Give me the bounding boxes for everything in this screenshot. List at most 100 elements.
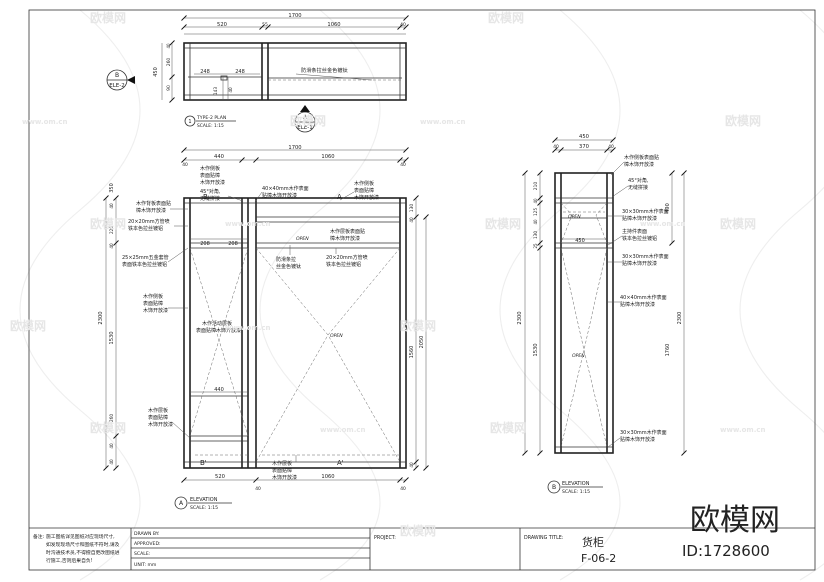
watermark-logo-large: 欧模网	[690, 503, 780, 538]
elev-a-h-260: 260	[109, 414, 114, 422]
svg-text:贴樟木饰开放漆: 贴樟木饰开放漆	[622, 215, 657, 222]
drawing-code-value: F-06-2	[581, 552, 616, 565]
elev-a-rh-40b: 40	[409, 462, 414, 468]
svg-text:SCALE: 1:15: SCALE: 1:15	[562, 489, 590, 495]
plan-dim-1060: 1060	[327, 22, 340, 28]
plan-small-143: 143	[213, 87, 218, 95]
svg-text:时沟通技术员,不得擅自更改图纸进: 时沟通技术员,不得擅自更改图纸进	[46, 549, 120, 556]
marker-a-ele1: A ELE-1	[294, 105, 316, 133]
watermark-brand: 欧模网	[400, 318, 436, 333]
watermark-url: www.om.cn	[225, 220, 271, 228]
elev-a-h-40d: 40	[109, 243, 114, 249]
svg-text:樟木饰开放漆: 樟木饰开放漆	[330, 235, 360, 242]
plan-side-450: 450	[153, 67, 159, 77]
svg-text:如发现现场尺寸和图纸不符时,请及: 如发现现场尺寸和图纸不符时,请及	[46, 541, 120, 548]
drawing-title-value: 货柜	[582, 535, 604, 549]
svg-text:木饰开放漆: 木饰开放漆	[272, 474, 297, 481]
elev-a-total-dim: 1700	[288, 145, 301, 151]
svg-text:铁本色拉丝镀铝: 铁本色拉丝镀铝	[326, 261, 361, 268]
watermark-brand: 欧模网	[290, 113, 326, 128]
svg-text:防滑条拉: 防滑条拉	[276, 256, 296, 263]
elev-a-dim-40b: 40	[400, 162, 406, 168]
project-field: PROJECT:	[374, 535, 396, 541]
svg-text:B: B	[552, 484, 556, 491]
svg-text:ELE-2: ELE-2	[109, 83, 125, 89]
watermark-brand: 欧模网	[400, 523, 436, 538]
watermark-url: www.om.cn	[720, 426, 766, 434]
elev-a-outline	[183, 197, 407, 469]
elev-a-h-2300: 2300	[98, 311, 104, 324]
svg-text:40×40mm木作表面: 40×40mm木作表面	[262, 185, 309, 192]
watermark-brand: 欧模网	[10, 318, 46, 333]
watermark-url: www.om.cn	[22, 118, 68, 126]
svg-text:20×20mm方管喷: 20×20mm方管喷	[128, 218, 170, 225]
svg-text:木作活动层板: 木作活动层板	[202, 320, 232, 327]
elev-b-title: B ELEVATION SCALE: 1:15	[547, 480, 603, 495]
elev-b-h-40b: 40	[533, 219, 538, 225]
elev-a-inner-208a: 208	[200, 241, 210, 247]
notes: 备注: 施工图纸详见图纸对应现场尺寸, 如发现现场尺寸和图纸不符时,请及 时沟通…	[33, 533, 120, 564]
svg-text:30×30mm木作表面: 30×30mm木作表面	[622, 208, 669, 215]
svg-text:施工图纸详见图纸对应现场尺寸,: 施工图纸详见图纸对应现场尺寸,	[46, 533, 115, 540]
svg-text:木饰开放漆: 木饰开放漆	[148, 421, 173, 428]
svg-text:45°对角,: 45°对角,	[200, 188, 221, 195]
svg-text:木作层板表面贴: 木作层板表面贴	[330, 228, 365, 235]
watermark-url: www.om.cn	[420, 118, 466, 126]
svg-text:45°对角,: 45°对角,	[628, 177, 649, 184]
svg-text:主持件表面: 主持件表面	[622, 228, 647, 235]
watermark-text-layer: 欧模网 欧模网 欧模网 欧模网 欧模网 欧模网 欧模网 欧模网 欧模网 欧模网 …	[10, 10, 780, 560]
plan-view: 1700 520 55 1060 40 450 260 90 40 248 24…	[106, 13, 409, 133]
elev-a-rh-1560: 1560	[409, 346, 415, 359]
svg-text:SCALE: 1:15: SCALE: 1:15	[190, 505, 218, 511]
svg-text:木作侧板表面贴: 木作侧板表面贴	[624, 154, 659, 161]
watermark-brand: 欧模网	[485, 216, 521, 231]
plan-dim-520: 520	[217, 22, 227, 28]
plan-inner-248a: 248	[200, 69, 210, 75]
elev-b-dim-40a: 40	[553, 144, 559, 150]
svg-text:表面贴樟: 表面贴樟	[143, 300, 163, 307]
plan-outline	[183, 42, 407, 101]
svg-text:木作侧板: 木作侧板	[354, 180, 374, 187]
svg-text:贴樟木饰开放漆: 贴樟木饰开放漆	[620, 301, 655, 308]
watermark-url: www.om.cn	[640, 220, 686, 228]
watermark-brand: 欧模网	[720, 216, 756, 231]
elev-a-rh-130: 130	[409, 204, 415, 213]
svg-text:木饰开放漆: 木饰开放漆	[354, 194, 379, 201]
scale-field: SCALE:	[134, 551, 151, 557]
elev-b-labels: 木作侧板表面贴 樟木饰开放漆 45°对角, 无缝拼接 30×30mm木作表面 贴…	[607, 154, 669, 448]
svg-text:木作层板: 木作层板	[272, 460, 292, 467]
svg-text:SCALE: 1:15: SCALE: 1:15	[197, 123, 224, 129]
svg-text:A: A	[179, 500, 184, 507]
elev-a-section-markers: B B' A A'	[200, 193, 344, 467]
svg-text:30×30mm木作表面: 30×30mm木作表面	[622, 253, 669, 260]
elev-b-dim-40b: 40	[608, 144, 614, 150]
svg-text:木作侧板: 木作侧板	[200, 165, 220, 172]
watermark-url: www.om.cn	[225, 324, 271, 332]
svg-text:樟木饰开放漆: 樟木饰开放漆	[624, 161, 654, 168]
watermark-id: ID:1728600	[682, 542, 770, 560]
watermark-url: www.om.cn	[320, 426, 366, 434]
svg-text:铁本色拉丝镀铝: 铁本色拉丝镀铝	[128, 225, 163, 232]
elevation-a: 1700 440 40 1060 40 520 1060 40 40 440 2…	[98, 145, 429, 511]
plan-side-260: 260	[166, 58, 172, 67]
svg-text:20×20mm方管喷: 20×20mm方管喷	[326, 254, 368, 261]
elev-a-bot-40a: 40	[255, 486, 261, 492]
svg-text:OPEN: OPEN	[330, 333, 343, 339]
svg-text:表面贴樟: 表面贴樟	[148, 414, 168, 421]
elev-a-h-220: 220	[109, 226, 114, 234]
elev-b-rh-2300: 2300	[677, 312, 683, 325]
elev-b-h-2300: 2300	[517, 311, 523, 324]
plan-dim-40: 40	[400, 22, 406, 28]
svg-text:表面贴樟: 表面贴樟	[354, 187, 374, 194]
svg-text:表面贴樟: 表面贴樟	[272, 467, 292, 474]
watermark-brand: 欧模网	[490, 420, 526, 435]
unit-field: UNIT: mm	[134, 562, 157, 568]
title-block: 备注: 施工图纸详见图纸对应现场尺寸, 如发现现场尺寸和图纸不符时,请及 时沟通…	[29, 527, 815, 570]
svg-text:铁本色拉丝镀铝: 铁本色拉丝镀铝	[622, 235, 657, 242]
elev-b-open-marks: OPEN OPEN	[568, 214, 585, 359]
elev-b-h-25: 25	[533, 243, 538, 249]
elev-a-inner-440: 440	[214, 387, 224, 393]
plan-rail-label: 防滑条拉丝金色镀钛	[301, 66, 349, 74]
watermark-brand: 欧模网	[90, 420, 126, 435]
marker-b-ele2: B ELE-2	[106, 69, 135, 91]
